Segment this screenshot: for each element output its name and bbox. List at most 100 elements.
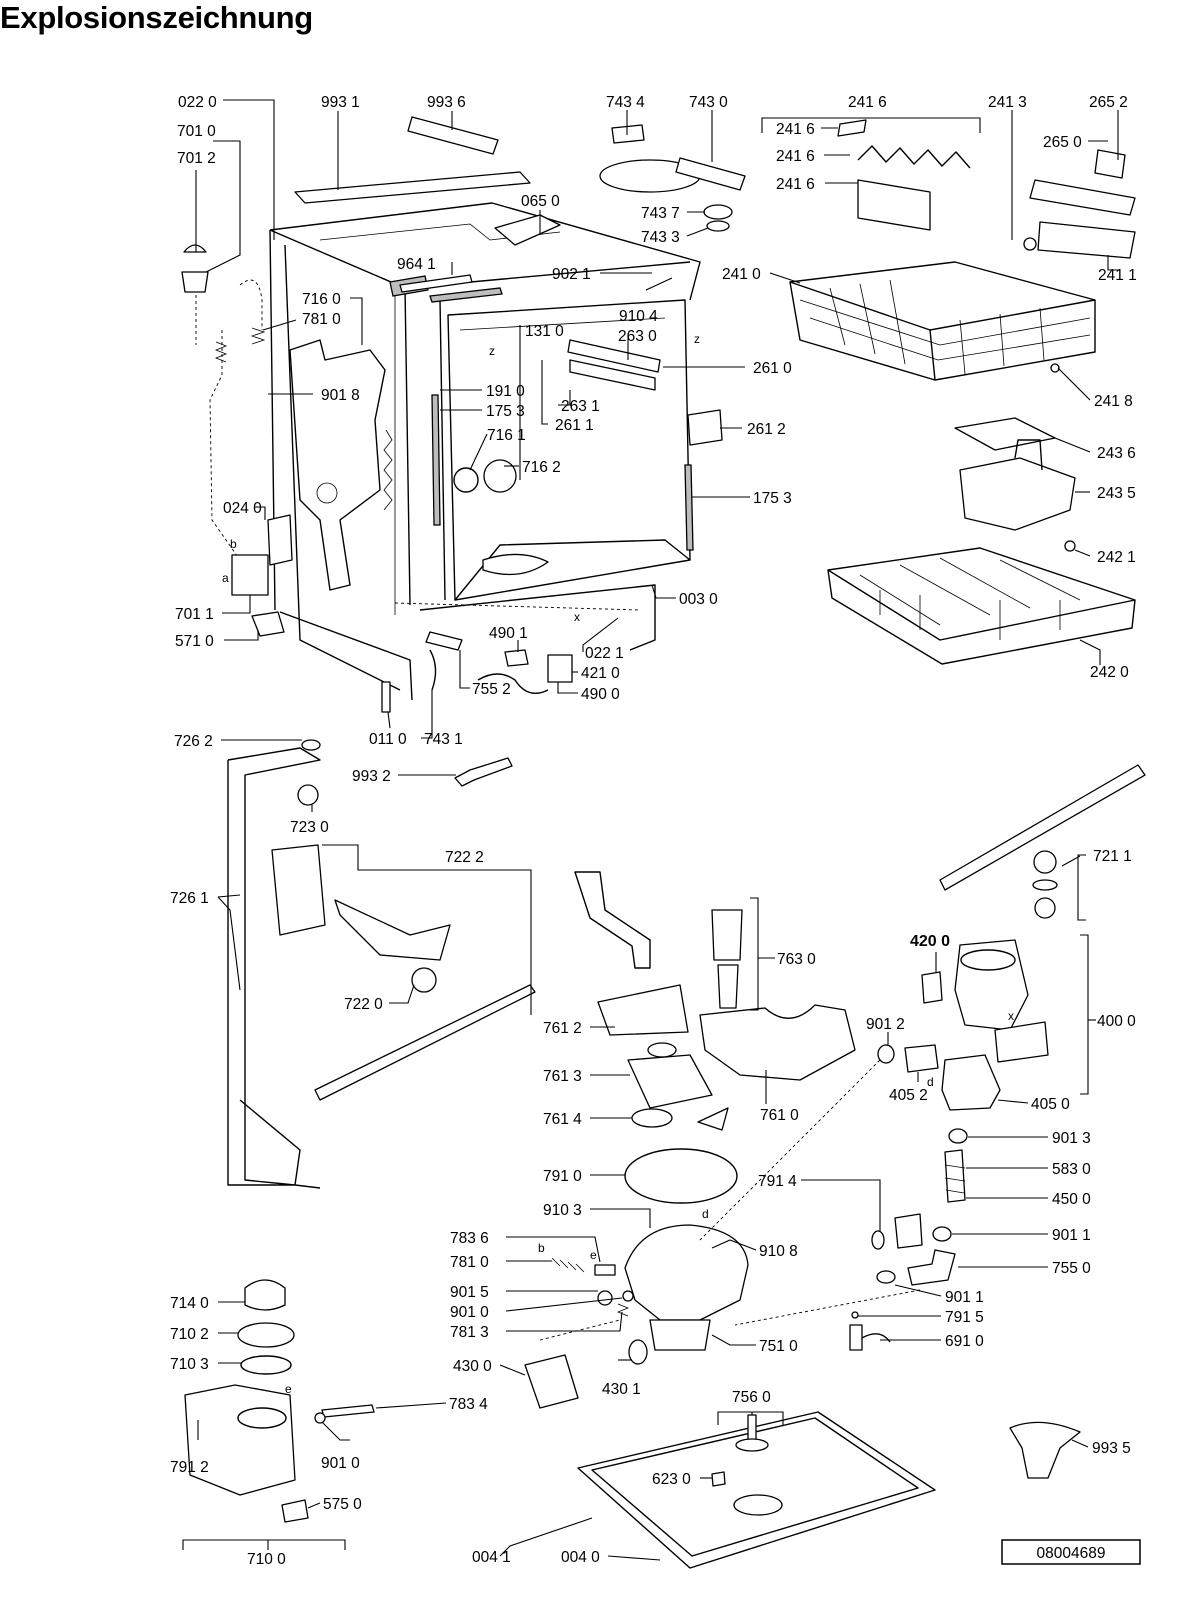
part-label: 583 0 xyxy=(1052,1161,1091,1178)
part-label: 623 0 xyxy=(652,1471,691,1488)
part-top-strip-9931 xyxy=(294,171,531,204)
part-label: 241 8 xyxy=(1094,393,1133,410)
part-spring-7810 xyxy=(214,327,266,363)
part-spring-coil xyxy=(383,429,393,511)
part-funnel-9935 xyxy=(1009,1421,1081,1479)
part-filter-plate-7610 xyxy=(699,1004,856,1081)
part-label: 781 3 xyxy=(450,1324,489,1341)
part-tines-2416c xyxy=(857,179,931,231)
part-dispenser-port xyxy=(237,1407,287,1429)
part-plunger-7836 xyxy=(594,1264,616,1276)
part-label: 003 0 xyxy=(679,591,718,608)
part-label: 781 0 xyxy=(302,311,341,328)
part-label: 751 0 xyxy=(759,1338,798,1355)
part-label: 901 1 xyxy=(945,1289,984,1306)
part-strip-9936 xyxy=(407,116,499,155)
part-sensor-4210 xyxy=(547,654,573,683)
part-label: 993 2 xyxy=(352,768,391,785)
part-valve-5830 xyxy=(894,1213,923,1249)
part-clamp-9011a xyxy=(932,1226,952,1242)
part-pump-4300 xyxy=(524,1354,579,1409)
part-label: 993 1 xyxy=(321,94,360,111)
part-spring-7813 xyxy=(616,1303,630,1317)
part-label: 175 3 xyxy=(486,403,525,420)
part-label: 791 0 xyxy=(543,1168,582,1185)
part-label: 022 0 xyxy=(178,94,217,111)
part-label: 761 0 xyxy=(760,1107,799,1124)
part-seal-7433 xyxy=(706,220,730,232)
part-label: 701 0 xyxy=(177,123,216,140)
part-cup-7613 xyxy=(647,1042,677,1058)
part-label: 131 0 xyxy=(525,323,564,340)
part-upper-basket-2410 xyxy=(789,261,1096,381)
document-number: 08004689 xyxy=(1037,1545,1106,1562)
part-tray-2650 xyxy=(1029,179,1136,216)
part-hub-7211b xyxy=(1034,897,1056,919)
part-dispenser-hole xyxy=(316,482,338,504)
part-label: 901 2 xyxy=(866,1016,905,1033)
dashed-connection-3 xyxy=(394,602,641,611)
part-hub-7220 xyxy=(411,967,437,993)
part-label: 261 2 xyxy=(747,421,786,438)
connection-letter: e xyxy=(285,1382,292,1396)
parts-layer xyxy=(181,116,1146,1569)
part-label: 993 5 xyxy=(1092,1440,1131,1457)
part-ring-7437 xyxy=(703,204,733,220)
part-labels: 022 0 993 1 993 6 743 4 743 0 241 6 241 … xyxy=(170,94,1137,1568)
dashed-connection-4 xyxy=(539,1319,621,1341)
part-label: 755 0 xyxy=(1052,1260,1091,1277)
part-hub-7230 xyxy=(297,784,319,806)
part-seal-7614 xyxy=(631,1108,673,1128)
part-spring-7836 xyxy=(551,1257,585,1273)
part-label: 575 0 xyxy=(323,1496,362,1513)
part-label: 761 3 xyxy=(543,1068,582,1085)
part-cable-6910 xyxy=(861,1333,891,1343)
connection-letter: b xyxy=(230,537,237,551)
part-seal-1753a xyxy=(431,394,441,526)
part-label: 902 1 xyxy=(552,266,591,283)
part-ring-9010b xyxy=(314,1412,326,1424)
part-ring-7914 xyxy=(871,1230,885,1250)
connection-letter: z xyxy=(489,344,495,358)
part-handle-7430 xyxy=(675,157,746,191)
part-ring-9010 xyxy=(622,1290,634,1302)
part-clamp-9013 xyxy=(948,1128,968,1144)
part-seal-4301 xyxy=(628,1339,648,1365)
connection-letter: x xyxy=(574,610,580,624)
part-ring-7262 xyxy=(301,739,321,751)
part-bracket-7011 xyxy=(231,554,269,596)
part-tub-frame xyxy=(269,202,701,701)
part-float-base-7560 xyxy=(735,1438,769,1452)
connection-letter: d xyxy=(927,1075,934,1089)
part-bracket-7552 xyxy=(425,631,463,651)
part-label: 191 0 xyxy=(486,383,525,400)
part-stop-2418 xyxy=(1050,363,1060,373)
part-label: 490 1 xyxy=(489,625,528,642)
part-pin-7434 xyxy=(611,124,645,144)
part-label: 743 0 xyxy=(689,94,728,111)
part-label: 004 1 xyxy=(472,1549,511,1566)
part-label: 791 5 xyxy=(945,1309,984,1326)
part-label: 710 0 xyxy=(247,1551,286,1568)
leader-lines xyxy=(182,99,1120,1561)
part-connector-7222 xyxy=(271,844,326,936)
part-label: 901 0 xyxy=(321,1455,360,1472)
part-ring-7102 xyxy=(237,1322,295,1348)
part-sleeve-4052 xyxy=(904,1044,939,1073)
part-pipe-7261 xyxy=(227,747,321,1189)
part-label: 714 0 xyxy=(170,1295,209,1312)
part-rack-2411 xyxy=(1037,221,1136,259)
part-label: 783 4 xyxy=(449,1396,488,1413)
part-label: 175 3 xyxy=(753,490,792,507)
part-wire-2416b xyxy=(857,145,971,169)
part-hub-7211a xyxy=(1033,850,1057,874)
part-label: 263 0 xyxy=(618,328,657,345)
part-label: 710 2 xyxy=(170,1326,209,1343)
part-label: 011 0 xyxy=(369,731,407,748)
part-label: 716 0 xyxy=(302,291,341,308)
part-label: 241 6 xyxy=(848,94,887,111)
part-label: 722 2 xyxy=(445,849,484,866)
part-latch-0240 xyxy=(267,514,293,566)
part-label: 901 8 xyxy=(321,387,360,404)
part-label: 721 1 xyxy=(1093,848,1132,865)
